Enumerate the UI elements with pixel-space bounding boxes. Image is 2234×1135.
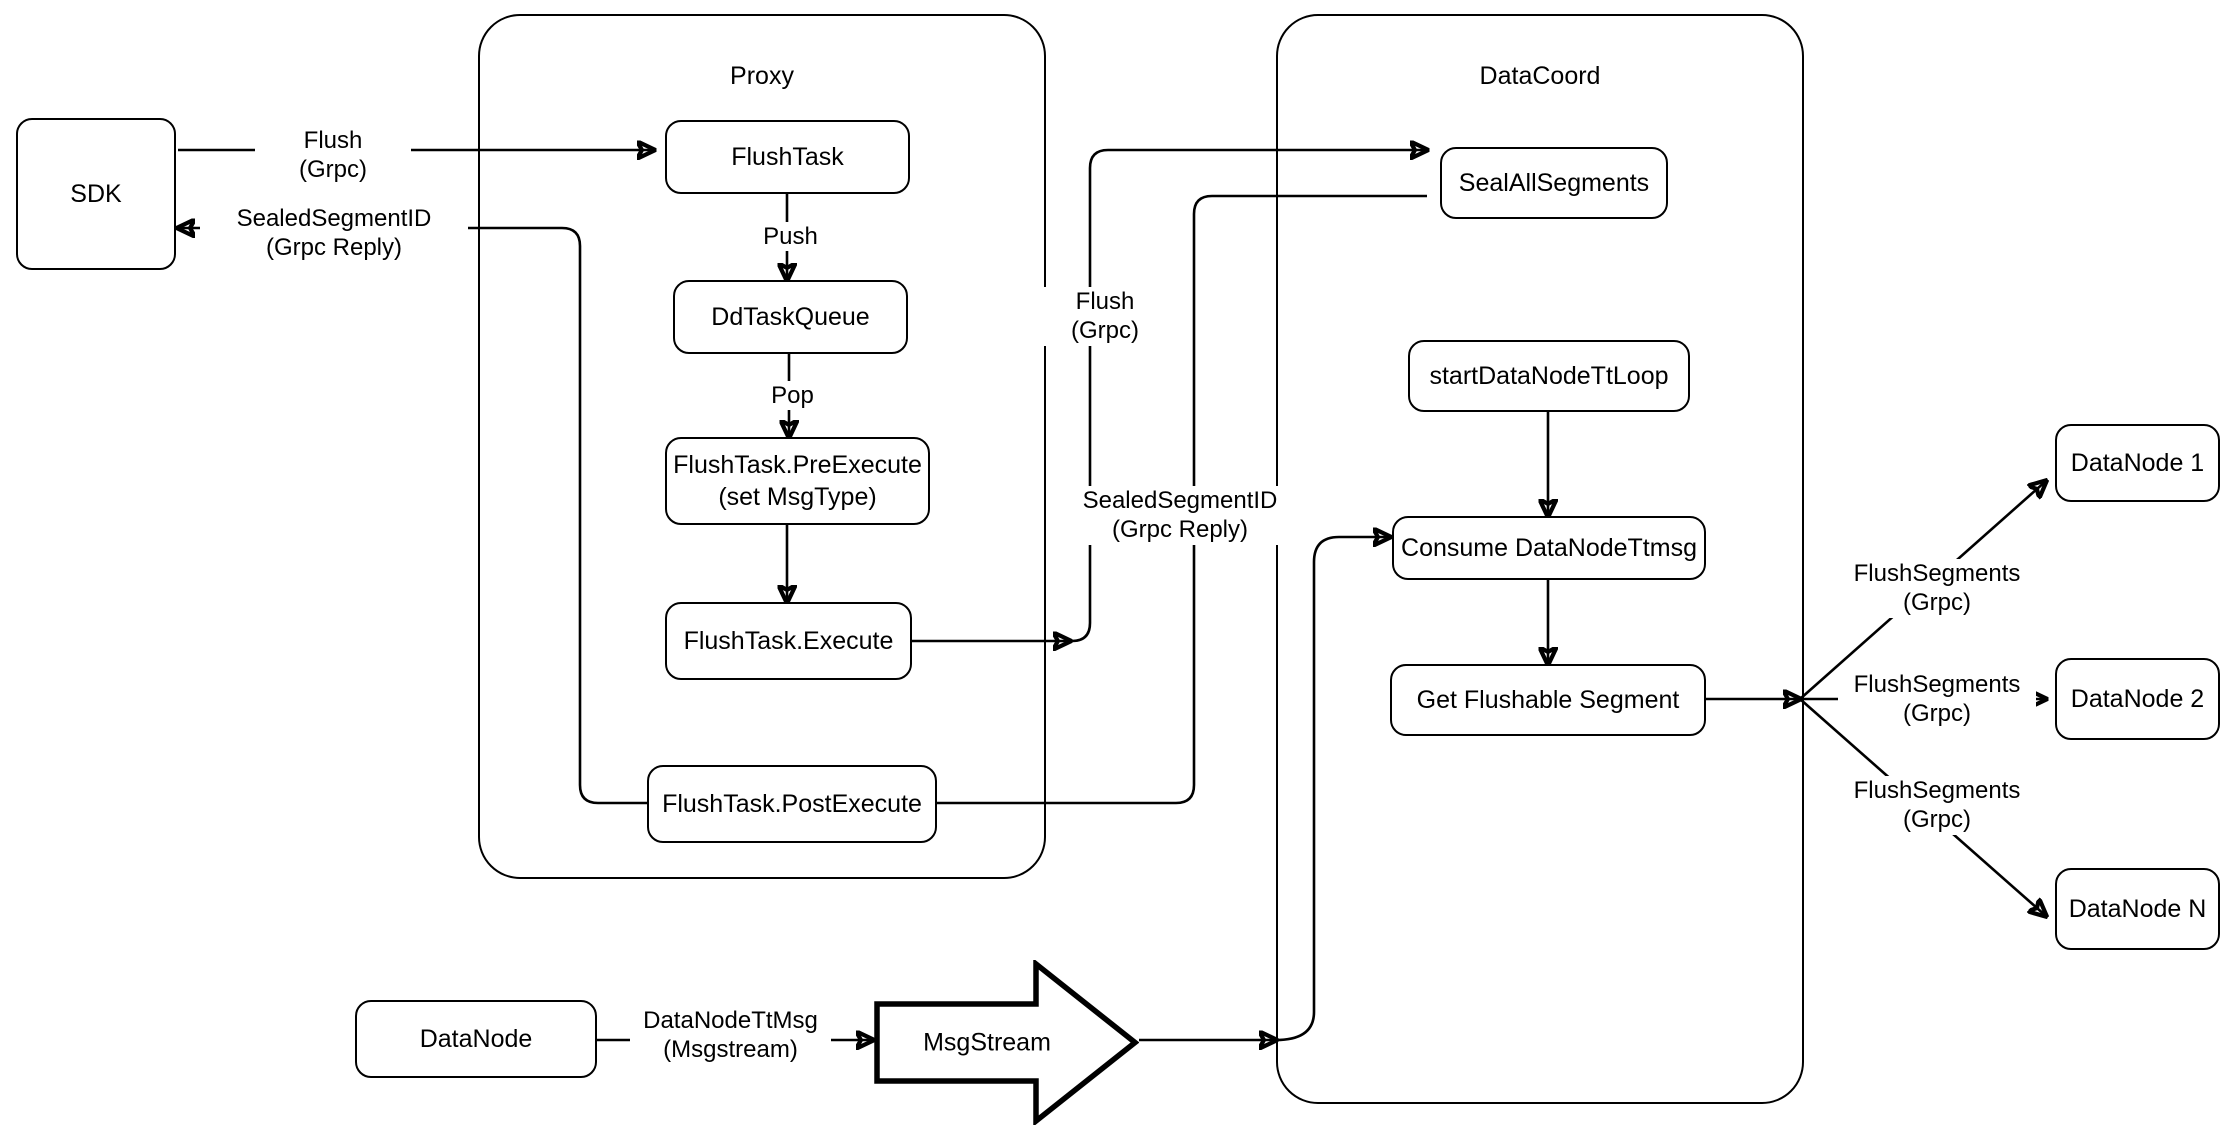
node-flush-task[interactable]: FlushTask	[665, 120, 910, 194]
node-get-flushable-segment[interactable]: Get Flushable Segment	[1390, 664, 1706, 736]
label-push: Push	[730, 222, 851, 252]
node-start-datanode-tt-loop[interactable]: startDataNodeTtLoop	[1408, 340, 1690, 412]
container-proxy-title: Proxy	[730, 62, 794, 90]
node-flush-task-preexecute[interactable]: FlushTask.PreExecute (set MsgType)	[665, 437, 930, 525]
node-seal-all-segments[interactable]: SealAllSegments	[1440, 147, 1668, 219]
label-sdk-to-proxy: Flush (Grpc)	[255, 126, 411, 185]
node-datanode-1[interactable]: DataNode 1	[2055, 424, 2220, 502]
node-sdk[interactable]: SDK	[16, 118, 176, 270]
container-datacoord-title: DataCoord	[1479, 62, 1601, 90]
node-dd-task-queue[interactable]: DdTaskQueue	[673, 280, 908, 354]
label-datanode-to-msgstream: DataNodeTtMsg (Msgstream)	[630, 1006, 831, 1065]
node-flush-task-execute[interactable]: FlushTask.Execute	[665, 602, 912, 680]
node-msgstream-label: MsgStream	[923, 1028, 1051, 1056]
label-flush-segments-1: FlushSegments (Grpc)	[1838, 559, 2036, 618]
label-flush-segments-n: FlushSegments (Grpc)	[1838, 776, 2036, 835]
node-datanode-n[interactable]: DataNode N	[2055, 868, 2220, 950]
label-proxy-to-sdk: SealedSegmentID (Grpc Reply)	[200, 204, 468, 263]
node-datanode-2[interactable]: DataNode 2	[2055, 658, 2220, 740]
node-flush-task-postexecute[interactable]: FlushTask.PostExecute	[647, 765, 937, 843]
label-datacoord-to-proxy: SealedSegmentID (Grpc Reply)	[1077, 486, 1283, 545]
node-datanode-bottom[interactable]: DataNode	[355, 1000, 597, 1078]
label-pop: Pop	[732, 381, 853, 411]
node-consume-datanode-ttmsg[interactable]: Consume DataNodeTtmsg	[1392, 516, 1706, 580]
node-msgstream[interactable]: MsgStream	[873, 960, 1139, 1125]
label-proxy-to-datacoord: Flush (Grpc)	[1043, 287, 1167, 346]
label-flush-segments-2: FlushSegments (Grpc)	[1838, 670, 2036, 729]
